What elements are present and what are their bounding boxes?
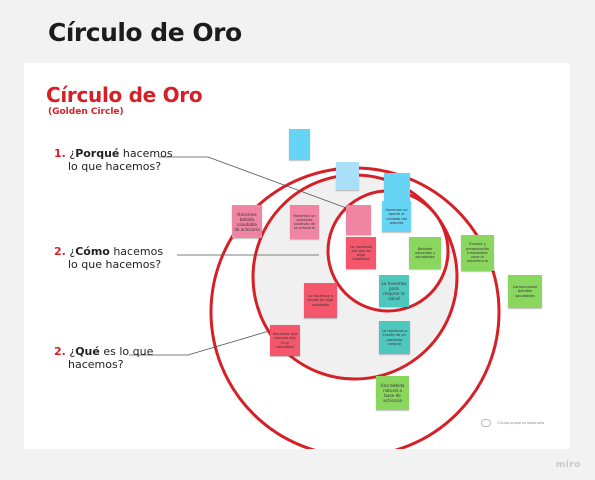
sticky-note[interactable] — [384, 173, 410, 202]
sticky-note[interactable]: Hacemos bebida saludable de achicoria — [232, 205, 262, 238]
board-subtitle: (Golden Circle) — [48, 107, 124, 117]
sticky-note[interactable] — [289, 129, 310, 160]
miro-board[interactable]: Círculo de Oro (Golden Circle) 1. ¿Porqu… — [24, 63, 570, 449]
board-title: Círculo de Oro — [46, 83, 203, 107]
sticky-note[interactable]: Comercializar bebidas saludables — [508, 275, 542, 308]
sticky-note[interactable]: Hacemos un producto sustituto de la achi… — [290, 205, 319, 239]
question-number: 2. — [54, 245, 66, 258]
sticky-note[interactable]: Lo hacemos por que es algo novedoso — [346, 237, 376, 269]
question-what: 2. ¿Qué es lo que hacemos? — [54, 345, 154, 371]
connector-line-1b — [207, 156, 350, 210]
sticky-note[interactable]: Hacemos un aporte al cuidado del planeta — [382, 201, 411, 232]
logo-text: Círculo propio en desarrollo — [497, 421, 544, 425]
sticky-note[interactable] — [336, 162, 359, 190]
logo-icon — [481, 419, 492, 427]
sticky-note[interactable] — [346, 205, 371, 235]
question-why: 1. ¿Porqué hacemos lo que hacemos? — [54, 147, 173, 173]
sticky-note[interactable]: Bebidas naturales y saludables — [409, 237, 441, 269]
question-how: 2. ¿Cómo hacemos lo que hacemos? — [54, 245, 164, 271]
sticky-note[interactable]: Lo hacemos para mejorar la salud — [379, 275, 409, 307]
page-title: Círculo de Oro — [48, 18, 242, 47]
miro-watermark: miro — [555, 460, 581, 470]
question-number: 2. — [54, 345, 66, 358]
question-number: 1. — [54, 147, 66, 160]
sticky-note[interactable]: Una bebida natural a base de achicoria — [376, 376, 409, 410]
sticky-note[interactable]: Envase y presentación innovadora para la… — [461, 235, 494, 271]
connector-line-3b — [187, 330, 270, 356]
sticky-note[interactable]: Hacemos que tomarlo sea muy saludable — [270, 325, 300, 356]
sticky-note[interactable]: Lo hacemos a través de algo saludable — [304, 283, 337, 318]
sticky-note[interactable]: Lo hacemos a través de un producto natur… — [379, 321, 410, 354]
board-logo: Círculo propio en desarrollo — [481, 419, 544, 427]
